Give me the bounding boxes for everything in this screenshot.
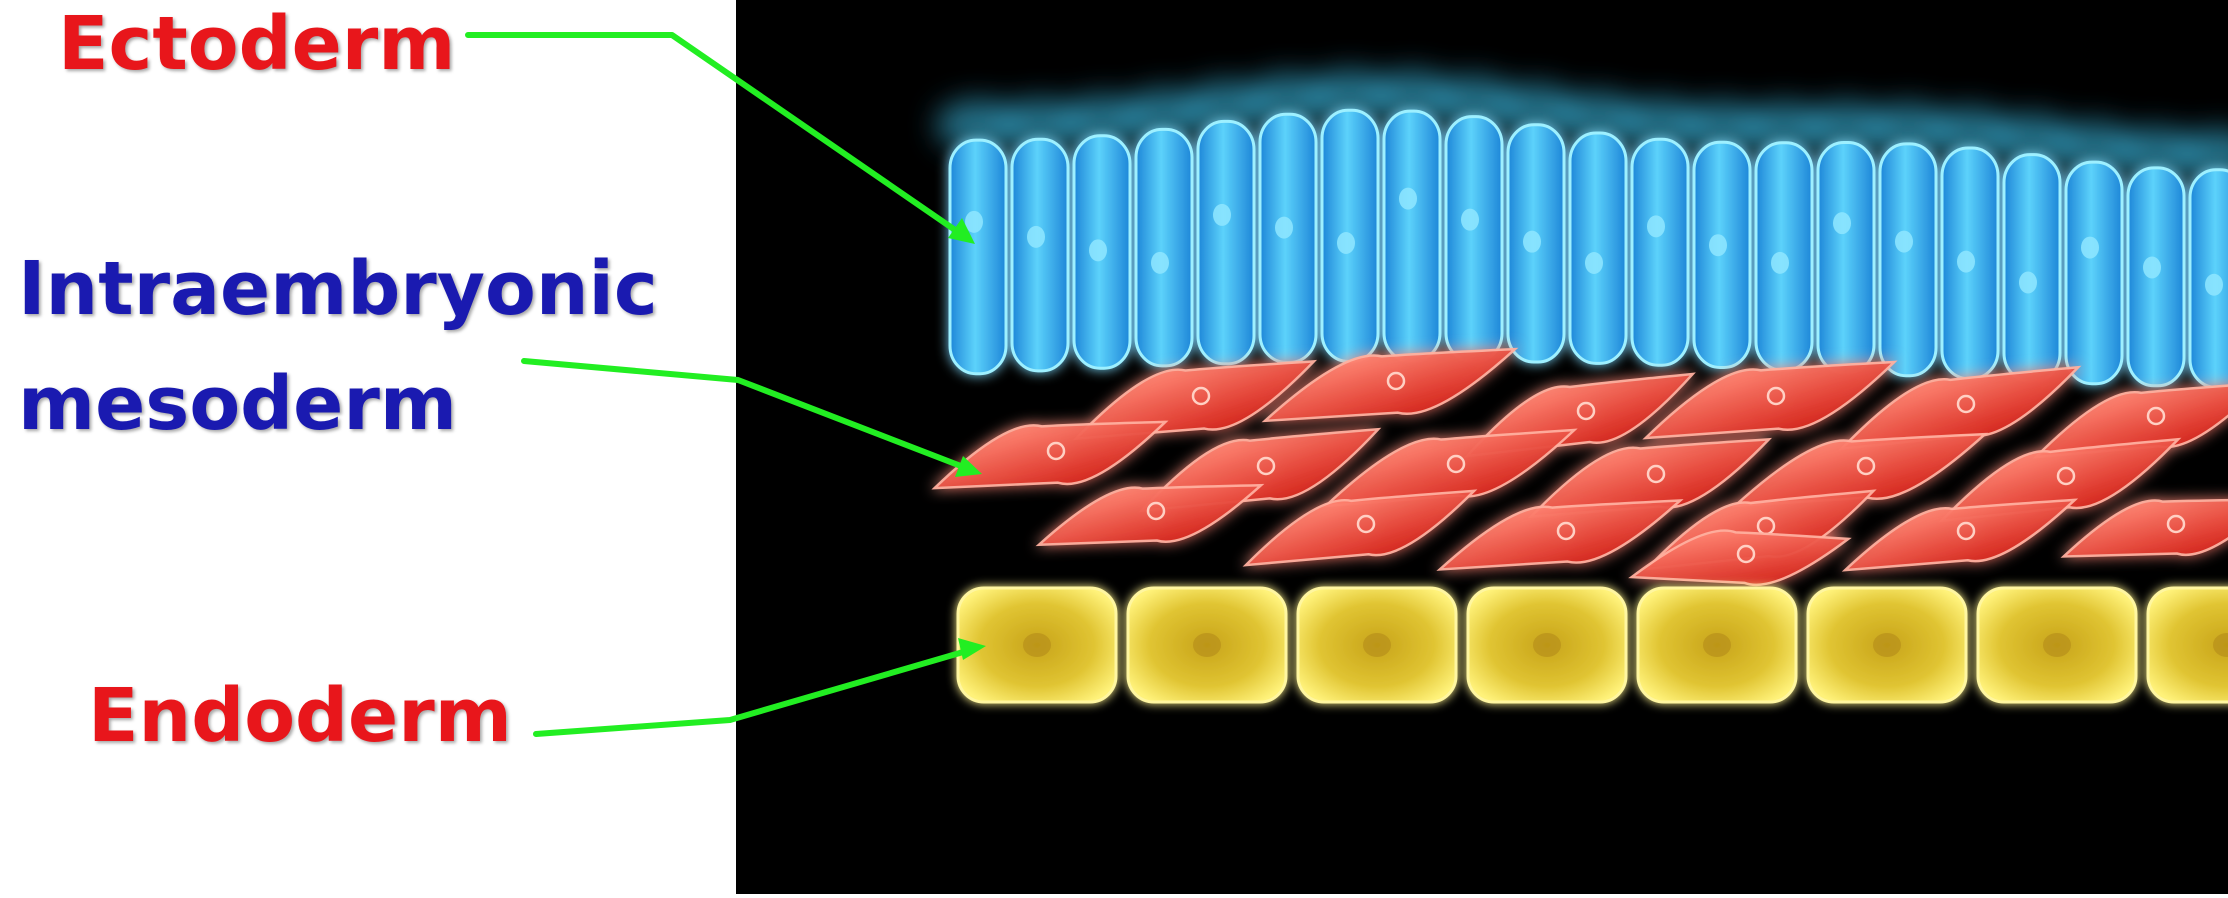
ectoderm-cell (1880, 144, 1936, 376)
endoderm-nucleus (1023, 633, 1051, 657)
ectoderm-cell (1198, 121, 1254, 363)
endoderm-nucleus (2043, 633, 2071, 657)
ectoderm-cell (1136, 129, 1192, 365)
endoderm-nucleus (1363, 633, 1391, 657)
ectoderm-cell (1260, 114, 1316, 362)
endoderm-nucleus (1703, 633, 1731, 657)
ectoderm-nucleus (1337, 232, 1355, 254)
ectoderm-nucleus (1089, 239, 1107, 261)
ectoderm-nucleus (1399, 188, 1417, 210)
endoderm-nucleus (1533, 633, 1561, 657)
ectoderm-nucleus (1523, 231, 1541, 253)
ectoderm-label: Ectoderm (58, 0, 455, 88)
mesoderm-label-line1: Intraembryonic (18, 245, 658, 333)
ectoderm-nucleus (1833, 212, 1851, 234)
mesoderm-label-line2: mesoderm (18, 360, 457, 448)
ectoderm-nucleus (1709, 234, 1727, 256)
ectoderm-cell (1632, 139, 1688, 365)
ectoderm-nucleus (1895, 231, 1913, 253)
ectoderm-cell (1818, 143, 1874, 373)
ectoderm-cell (1570, 133, 1626, 363)
ectoderm-cell (2066, 162, 2122, 384)
endoderm-nucleus (1193, 633, 1221, 657)
ectoderm-nucleus (1461, 209, 1479, 231)
ectoderm-nucleus (1027, 226, 1045, 248)
endoderm-label: Endoderm (88, 672, 512, 760)
ectoderm-nucleus (1957, 251, 1975, 273)
ectoderm-nucleus (2019, 272, 2037, 294)
ectoderm-nucleus (1275, 217, 1293, 239)
ectoderm-cell (950, 140, 1006, 374)
ectoderm-cell (1384, 111, 1440, 361)
ectoderm-cell (1446, 117, 1502, 362)
ectoderm-nucleus (1585, 252, 1603, 274)
ectoderm-nucleus (2205, 274, 2223, 296)
ectoderm-nucleus (2081, 237, 2099, 259)
ectoderm-nucleus (2143, 256, 2161, 278)
ectoderm-cell (2004, 155, 2060, 382)
ectoderm-cell (1012, 139, 1068, 371)
endoderm-nucleus (1873, 633, 1901, 657)
ectoderm-nucleus (1771, 252, 1789, 274)
ectoderm-nucleus (1213, 204, 1231, 226)
ectoderm-nucleus (1151, 252, 1169, 274)
ectoderm-nucleus (1647, 215, 1665, 237)
endoderm-cell-layer (958, 588, 2228, 702)
